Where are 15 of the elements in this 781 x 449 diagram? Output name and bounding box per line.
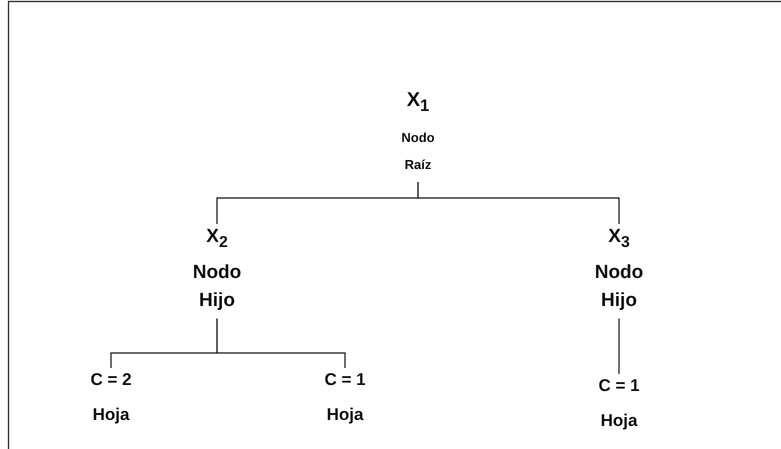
tree-connector <box>618 318 620 374</box>
node-label: C = 1 <box>598 376 640 396</box>
node-description: Nodo Hijo <box>192 260 242 313</box>
node-description: Nodo Raíz <box>400 129 436 174</box>
node-label: X$_{2}$ <box>206 226 228 253</box>
node-label: C = 2 <box>90 370 132 390</box>
node-description: Hoja <box>326 404 364 426</box>
node-label: C = 1 <box>324 370 366 390</box>
node-label: X$_{1}$ <box>406 88 430 117</box>
tree-connector <box>216 318 346 368</box>
node-description: Hoja <box>600 410 638 432</box>
node-description: Nodo Hijo <box>594 260 644 313</box>
tree-connector <box>417 182 620 224</box>
node-description: Hoja <box>92 404 130 426</box>
node-label: X$_{3}$ <box>608 226 630 253</box>
